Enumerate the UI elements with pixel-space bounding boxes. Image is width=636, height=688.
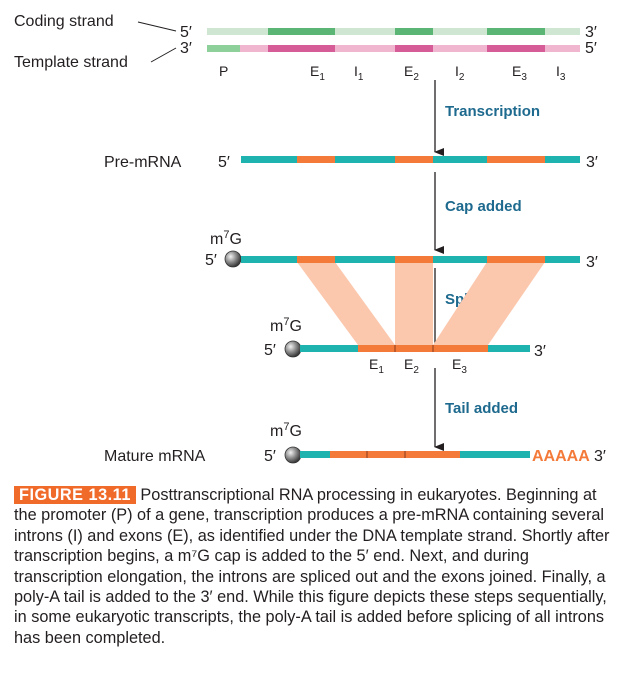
exon-3-label: E3 bbox=[512, 63, 527, 83]
promoter-label: P bbox=[219, 63, 228, 79]
mature-three-prime: 3′ bbox=[594, 448, 606, 465]
exon-1-label: E1 bbox=[310, 63, 325, 83]
spliced-mrna bbox=[300, 345, 530, 352]
transcription-step-label: Transcription bbox=[445, 103, 540, 120]
caption-body: Beginning at the promoter (P) of a gene,… bbox=[14, 486, 610, 647]
m7g-cap-1 bbox=[224, 250, 242, 268]
template-five-prime: 5′ bbox=[585, 40, 597, 57]
coding-three-prime: 3′ bbox=[585, 24, 597, 41]
gene-region-labels: P E1 I1 E2 I2 E3 I3 bbox=[219, 63, 566, 83]
cap-label-1: m7G bbox=[210, 229, 242, 248]
spliced-exon-2-label: E2 bbox=[404, 356, 419, 376]
capped-pre-mrna bbox=[241, 256, 580, 263]
pre-mrna-molecule bbox=[241, 156, 580, 163]
poly-a-tail: AAAAA bbox=[532, 448, 590, 465]
cap-step-label: Cap added bbox=[445, 198, 522, 215]
intron-1-label: I1 bbox=[354, 63, 364, 83]
capped-three-prime: 3′ bbox=[586, 254, 598, 271]
coding-strand-label: Coding strand bbox=[14, 13, 114, 30]
m7g-cap-2 bbox=[284, 340, 302, 358]
splice-shading bbox=[297, 262, 545, 345]
tail-step-label: Tail added bbox=[445, 400, 518, 417]
m7g-cap-3 bbox=[284, 446, 302, 464]
cap-label-2: m7G bbox=[270, 316, 302, 335]
exon-2-label: E2 bbox=[404, 63, 419, 83]
pre-mrna-five-prime: 5′ bbox=[218, 154, 230, 171]
intron-2-label: I2 bbox=[455, 63, 465, 83]
pre-mrna-label: Pre-mRNA bbox=[104, 154, 182, 171]
figure-caption: FIGURE 13.11 Posttranscriptional RNA pro… bbox=[14, 485, 610, 648]
template-strand-label: Template strand bbox=[14, 54, 128, 71]
template-strand bbox=[207, 45, 580, 52]
pre-mrna-three-prime: 3′ bbox=[586, 154, 598, 171]
spliced-three-prime: 3′ bbox=[534, 343, 546, 360]
spliced-exon-1-label: E1 bbox=[369, 356, 384, 376]
coding-five-prime: 5′ bbox=[180, 24, 192, 41]
coding-strand-leader bbox=[137, 21, 177, 32]
mature-mrna-label: Mature mRNA bbox=[104, 448, 206, 465]
template-three-prime: 3′ bbox=[180, 40, 192, 57]
mature-mrna-molecule bbox=[300, 451, 530, 458]
spliced-exon-3-label: E3 bbox=[452, 356, 467, 376]
caption-title: Posttranscriptional RNA processing in eu… bbox=[140, 486, 502, 504]
spliced-five-prime: 5′ bbox=[264, 342, 276, 359]
intron-3-label: I3 bbox=[556, 63, 566, 83]
capped-five-prime: 5′ bbox=[205, 252, 217, 269]
coding-strand bbox=[207, 28, 580, 35]
cap-label-3: m7G bbox=[270, 421, 302, 440]
mature-five-prime: 5′ bbox=[264, 448, 276, 465]
figure-tag: FIGURE 13.11 bbox=[14, 486, 136, 504]
spliced-exon-labels: E1 E2 E3 bbox=[369, 356, 467, 376]
template-strand-leader bbox=[150, 47, 177, 63]
